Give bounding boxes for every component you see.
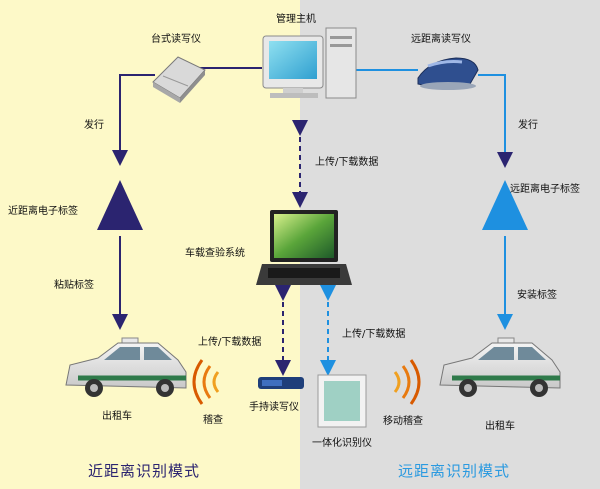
- integrated-reader-icon: [317, 374, 367, 428]
- far-tag-triangle: [482, 180, 528, 230]
- vehicle-laptop-icon: [256, 210, 352, 285]
- vehicle-system-label: 车载查验系统: [185, 248, 245, 259]
- near-tag-triangle: [97, 180, 143, 230]
- mobile-inspect-wave-icon: [393, 359, 421, 405]
- issue-label-left: 发行: [84, 120, 104, 131]
- inspect-wave-icon: [192, 359, 220, 405]
- upload-label-top: 上传/下载数据: [315, 157, 379, 168]
- handheld-reader-icon: [258, 377, 304, 389]
- taxi-right-label: 出租车: [485, 421, 515, 432]
- host-computer-icon: [262, 27, 357, 99]
- desktop-reader-icon: [152, 56, 206, 103]
- long-range-reader-label: 远距离读写仪: [411, 34, 471, 45]
- stick-tag-label: 粘贴标签: [54, 280, 94, 291]
- near-mode-title: 近距离识别模式: [88, 462, 201, 480]
- issue-arrow-left: [112, 74, 155, 166]
- desktop-reader-label: 台式读写仪: [151, 34, 201, 45]
- install-tag-label: 安装标签: [517, 290, 557, 301]
- issue-arrow-right: [478, 74, 513, 168]
- far-tag-label: 远距离电子标签: [510, 184, 580, 195]
- issue-label-right: 发行: [518, 120, 538, 131]
- taxi-right-icon: [439, 337, 561, 397]
- inspect-label: 稽查: [203, 415, 223, 426]
- near-tag-label: 近距离电子标签: [8, 206, 78, 217]
- handheld-label: 手持读写仪: [249, 402, 299, 413]
- taxi-left-icon: [65, 337, 187, 397]
- integrated-label: 一体化识别仪: [312, 438, 372, 449]
- taxi-left-label: 出租车: [102, 411, 132, 422]
- mobile-inspect-label: 移动稽查: [383, 416, 423, 427]
- far-mode-title: 远距离识别模式: [398, 462, 511, 480]
- near-mode-background: [0, 0, 300, 489]
- host-label: 管理主机: [276, 14, 316, 25]
- long-range-reader-icon: [417, 57, 479, 90]
- upload-label-right: 上传/下载数据: [342, 329, 406, 340]
- upload-label-left: 上传/下载数据: [198, 337, 262, 348]
